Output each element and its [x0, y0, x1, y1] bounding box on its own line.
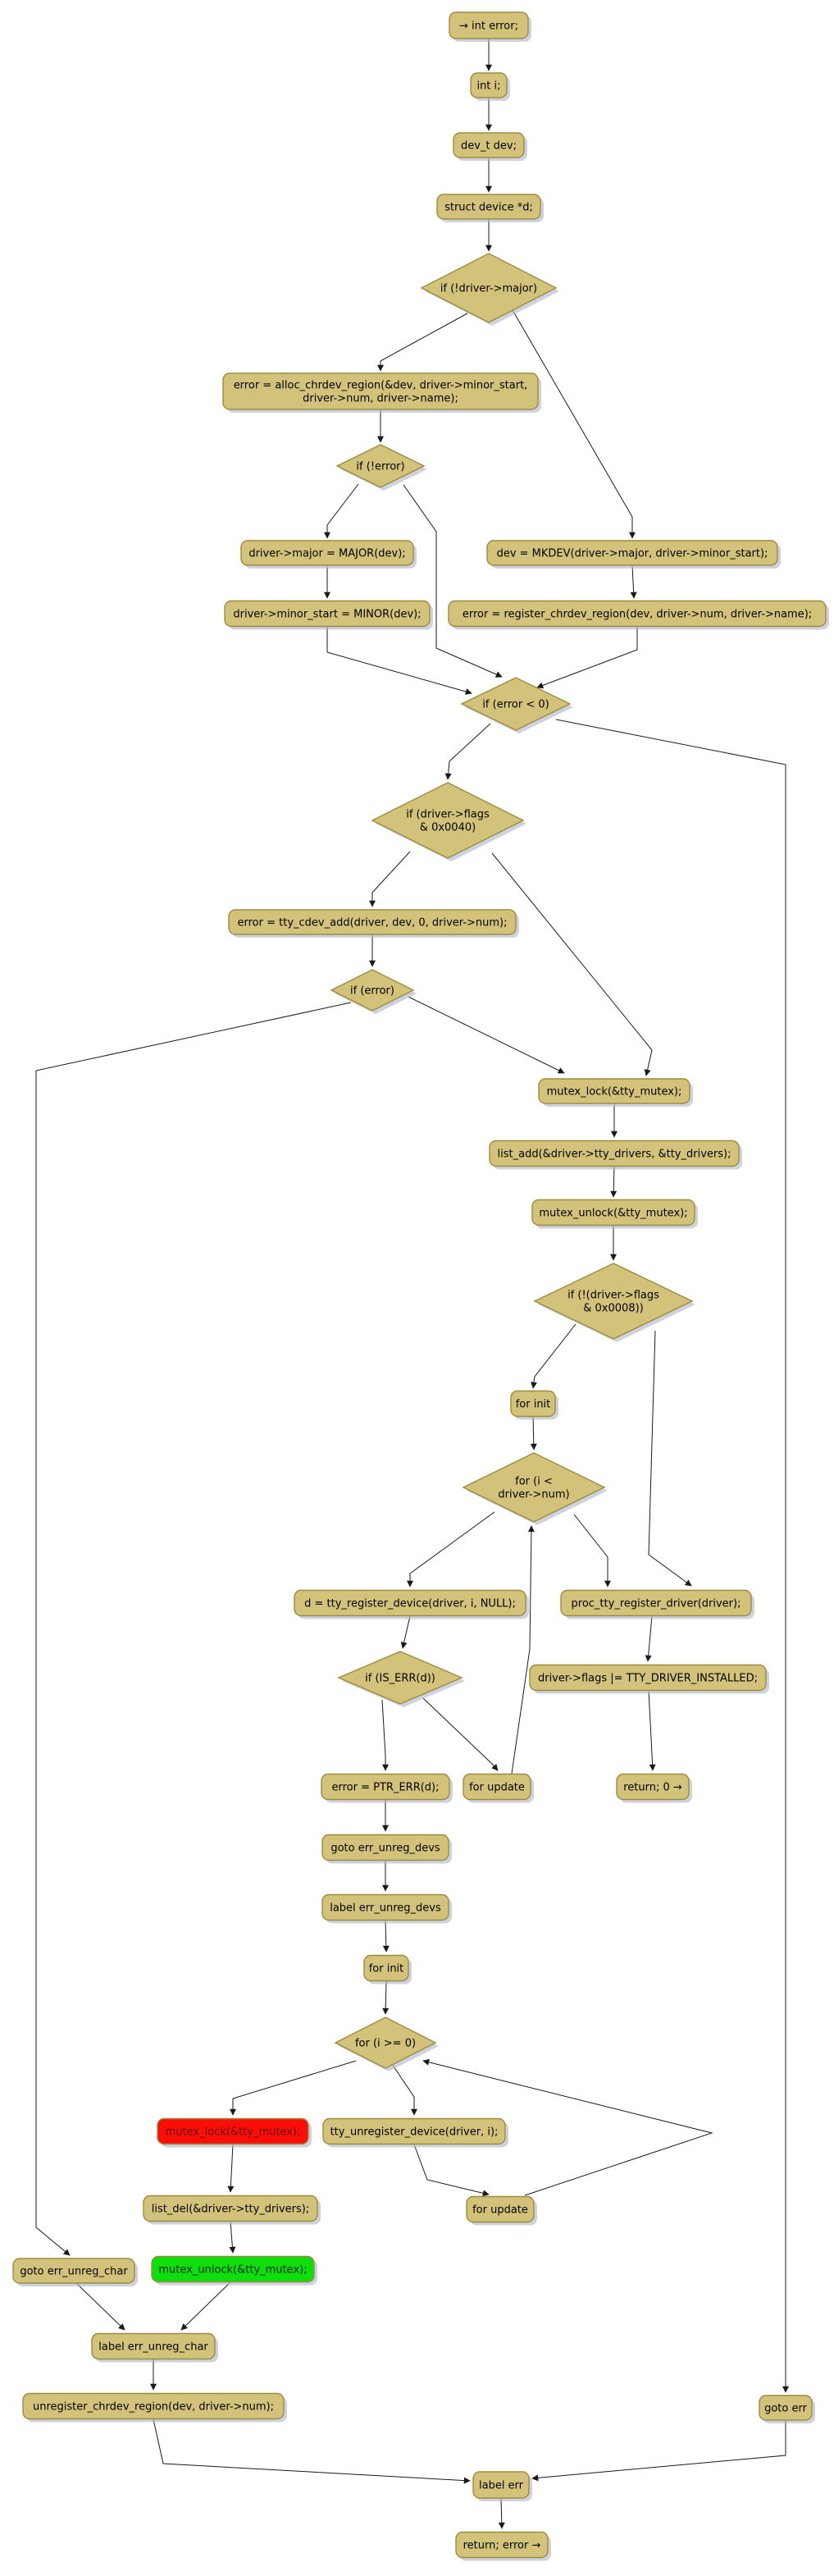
- edge-if-error-lt-0--goto-err: [555, 719, 789, 2393]
- edge-register-chrdev-region--if-error-lt-0: [536, 627, 638, 689]
- edge-if-not-error--set-major: [324, 483, 359, 539]
- node-goto-err-unreg-devs[interactable]: goto err_unreg_devs: [321, 1834, 452, 1864]
- node-for-i-lt-num[interactable]: for (i <driver->num): [462, 1452, 608, 1525]
- edge-for-i-ge-0--tty-unregister-device: [391, 2063, 417, 2116]
- node-register-chrdev-region[interactable]: error = register_chrdev_region(dev, driv…: [448, 600, 829, 630]
- edge-mutex-unlock-2--label-err-unreg-char: [180, 2281, 231, 2331]
- edge-if-is-err-d--for-update-1: [422, 1697, 499, 1771]
- edge-goto-err-unreg-char--label-err-unreg-char: [75, 2282, 125, 2331]
- edge-for-init-2--for-i-ge-0: [382, 1980, 390, 2015]
- edge-for-i-ge-0--mutex-lock-2: [230, 2060, 357, 2116]
- edge-if-error-lt-0--if-flags-0x0040: [444, 723, 491, 780]
- node-return-error[interactable]: return; error →: [455, 2531, 551, 2561]
- edge-if-not-flags-0x0008--for-init-1: [531, 1323, 577, 1389]
- node-label-err-unreg-char[interactable]: label err_unreg_char: [91, 2332, 218, 2363]
- edge-unregister-chrdev-region--label-err: [153, 2418, 471, 2484]
- node-for-update-2[interactable]: for update: [466, 2195, 537, 2226]
- edge-if-flags-0x0040--mutex-lock-1: [491, 852, 653, 1076]
- node-tty-register-device[interactable]: d = tty_register_device(driver, i, NULL)…: [294, 1589, 529, 1619]
- edge-if-not-driver-major--mkdev: [512, 309, 636, 539]
- edge-if-is-err-d--ptr-err: [381, 1699, 389, 1771]
- edge-flags-installed--return-0: [648, 1690, 656, 1771]
- node-set-major[interactable]: driver->major = MAJOR(dev);: [240, 540, 417, 569]
- node-mutex-unlock-1[interactable]: mutex_unlock(&tty_mutex);: [531, 1199, 698, 1229]
- node-proc-tty-register-driver[interactable]: proc_tty_register_driver(driver);: [560, 1589, 754, 1619]
- node-for-i-ge-0[interactable]: for (i >= 0): [334, 2016, 439, 2071]
- node-list-del[interactable]: list_del(&driver->tty_drivers);: [143, 2195, 321, 2225]
- node-goto-err-unreg-char[interactable]: goto err_unreg_char: [12, 2258, 138, 2286]
- edge-if-not-flags-0x0008--proc-tty-register-driver: [648, 1330, 692, 1587]
- node-label-err[interactable]: label err: [472, 2471, 532, 2501]
- node-mkdev[interactable]: dev = MKDEV(driver->major, driver->minor…: [486, 540, 781, 569]
- node-return-0[interactable]: return; 0 →: [616, 1773, 692, 1803]
- edge-for-update-1--for-i-lt-num: [511, 1525, 535, 1774]
- node-unregister-chrdev-region[interactable]: unregister_chrdev_region(dev, driver->nu…: [22, 2392, 287, 2423]
- node-if-not-flags-0x0008[interactable]: if (!(driver->flags& 0x0008)): [533, 1263, 695, 1342]
- node-for-init-2[interactable]: for init: [363, 1954, 412, 1985]
- edge-set-minor-start--if-error-lt-0: [326, 627, 472, 695]
- edge-for-init-1--for-i-lt-num: [530, 1416, 537, 1450]
- node-tty-cdev-add[interactable]: error = tty_cdev_add(driver, dev, 0, dri…: [228, 909, 519, 938]
- edge-for-i-lt-num--tty-register-device: [407, 1511, 495, 1587]
- node-alloc-chrdev-region[interactable]: error = alloc_chrdev_region(&dev, driver…: [222, 372, 541, 413]
- node-mutex-unlock-2[interactable]: mutex_unlock(&tty_mutex);: [151, 2255, 317, 2286]
- node-ptr-err[interactable]: error = PTR_ERR(d);: [321, 1773, 453, 1803]
- nodes-layer: → int error; int i; dev_t dev; struct devic…: [12, 11, 829, 2561]
- node-label-err-unreg-devs[interactable]: label err_unreg_devs: [321, 1893, 452, 1924]
- edge-if-error--mutex-lock-1: [408, 996, 565, 1074]
- edge-if-not-error--if-error-lt-0: [403, 484, 503, 678]
- node-flags-installed[interactable]: driver->flags |= TTY_DRIVER_INSTALLED;: [529, 1664, 769, 1694]
- node-if-is-err-d[interactable]: if (IS_ERR(d)): [337, 1651, 465, 1707]
- node-tty-unregister-device[interactable]: tty_unregister_device(driver, i);: [322, 2117, 508, 2148]
- edge-label-err--return-error: [498, 2497, 505, 2529]
- node-if-error-lt-0[interactable]: if (error < 0): [460, 677, 573, 733]
- node-for-init-1[interactable]: for init: [510, 1390, 558, 1420]
- node-if-not-error[interactable]: if (!error): [335, 444, 427, 491]
- edge-proc-tty-register-driver--flags-installed: [645, 1615, 653, 1662]
- edge-if-flags-0x0040--tty-cdev-add: [369, 851, 411, 907]
- edge-if-not-driver-major--alloc-chrdev-region: [377, 313, 468, 372]
- node-if-not-driver-major[interactable]: if (!driver->major): [420, 253, 559, 326]
- edge-list-add--mutex-unlock-1: [610, 1165, 618, 1198]
- node-decl-dev-t[interactable]: dev_t dev;: [453, 132, 527, 161]
- edge-goto-err--label-err: [531, 2420, 786, 2482]
- node-mutex-lock-1[interactable]: mutex_lock(&tty_mutex);: [538, 1078, 693, 1107]
- edge-label-err-unreg-devs--for-init-2: [382, 1920, 390, 1953]
- node-for-update-1[interactable]: for update: [463, 1773, 534, 1803]
- edge-tty-unregister-device--for-update-2: [413, 2144, 490, 2197]
- node-if-flags-0x0040[interactable]: if (driver->flags& 0x0040): [371, 782, 526, 861]
- node-decl-int-i[interactable]: int i;: [470, 72, 510, 101]
- node-if-error[interactable]: if (error): [330, 969, 417, 1014]
- node-decl-struct-device[interactable]: struct device *d;: [436, 194, 544, 222]
- node-entry-int-error[interactable]: → int error;: [449, 11, 531, 42]
- edge-list-del--mutex-unlock-2: [229, 2221, 236, 2254]
- node-mutex-lock-2[interactable]: mutex_lock(&tty_mutex);: [157, 2117, 312, 2148]
- edge-for-i-lt-num--proc-tty-register-driver: [573, 1514, 611, 1587]
- edge-for-update-2--for-i-ge-0: [422, 2058, 713, 2196]
- edge-mkdev--register-chrdev-region: [630, 564, 637, 599]
- node-set-minor-start[interactable]: driver->minor_start = MINOR(dev);: [224, 600, 433, 630]
- node-list-add[interactable]: list_add(&driver->tty_drivers, &tty_driv…: [489, 1140, 742, 1170]
- node-goto-err[interactable]: goto err: [759, 2395, 815, 2423]
- edge-tty-register-device--if-is-err-d: [400, 1615, 411, 1649]
- edge-mutex-lock-2--list-del: [227, 2144, 235, 2193]
- edge-if-error--goto-err-unreg-char: [35, 1002, 352, 2256]
- edges-layer: [35, 39, 789, 2529]
